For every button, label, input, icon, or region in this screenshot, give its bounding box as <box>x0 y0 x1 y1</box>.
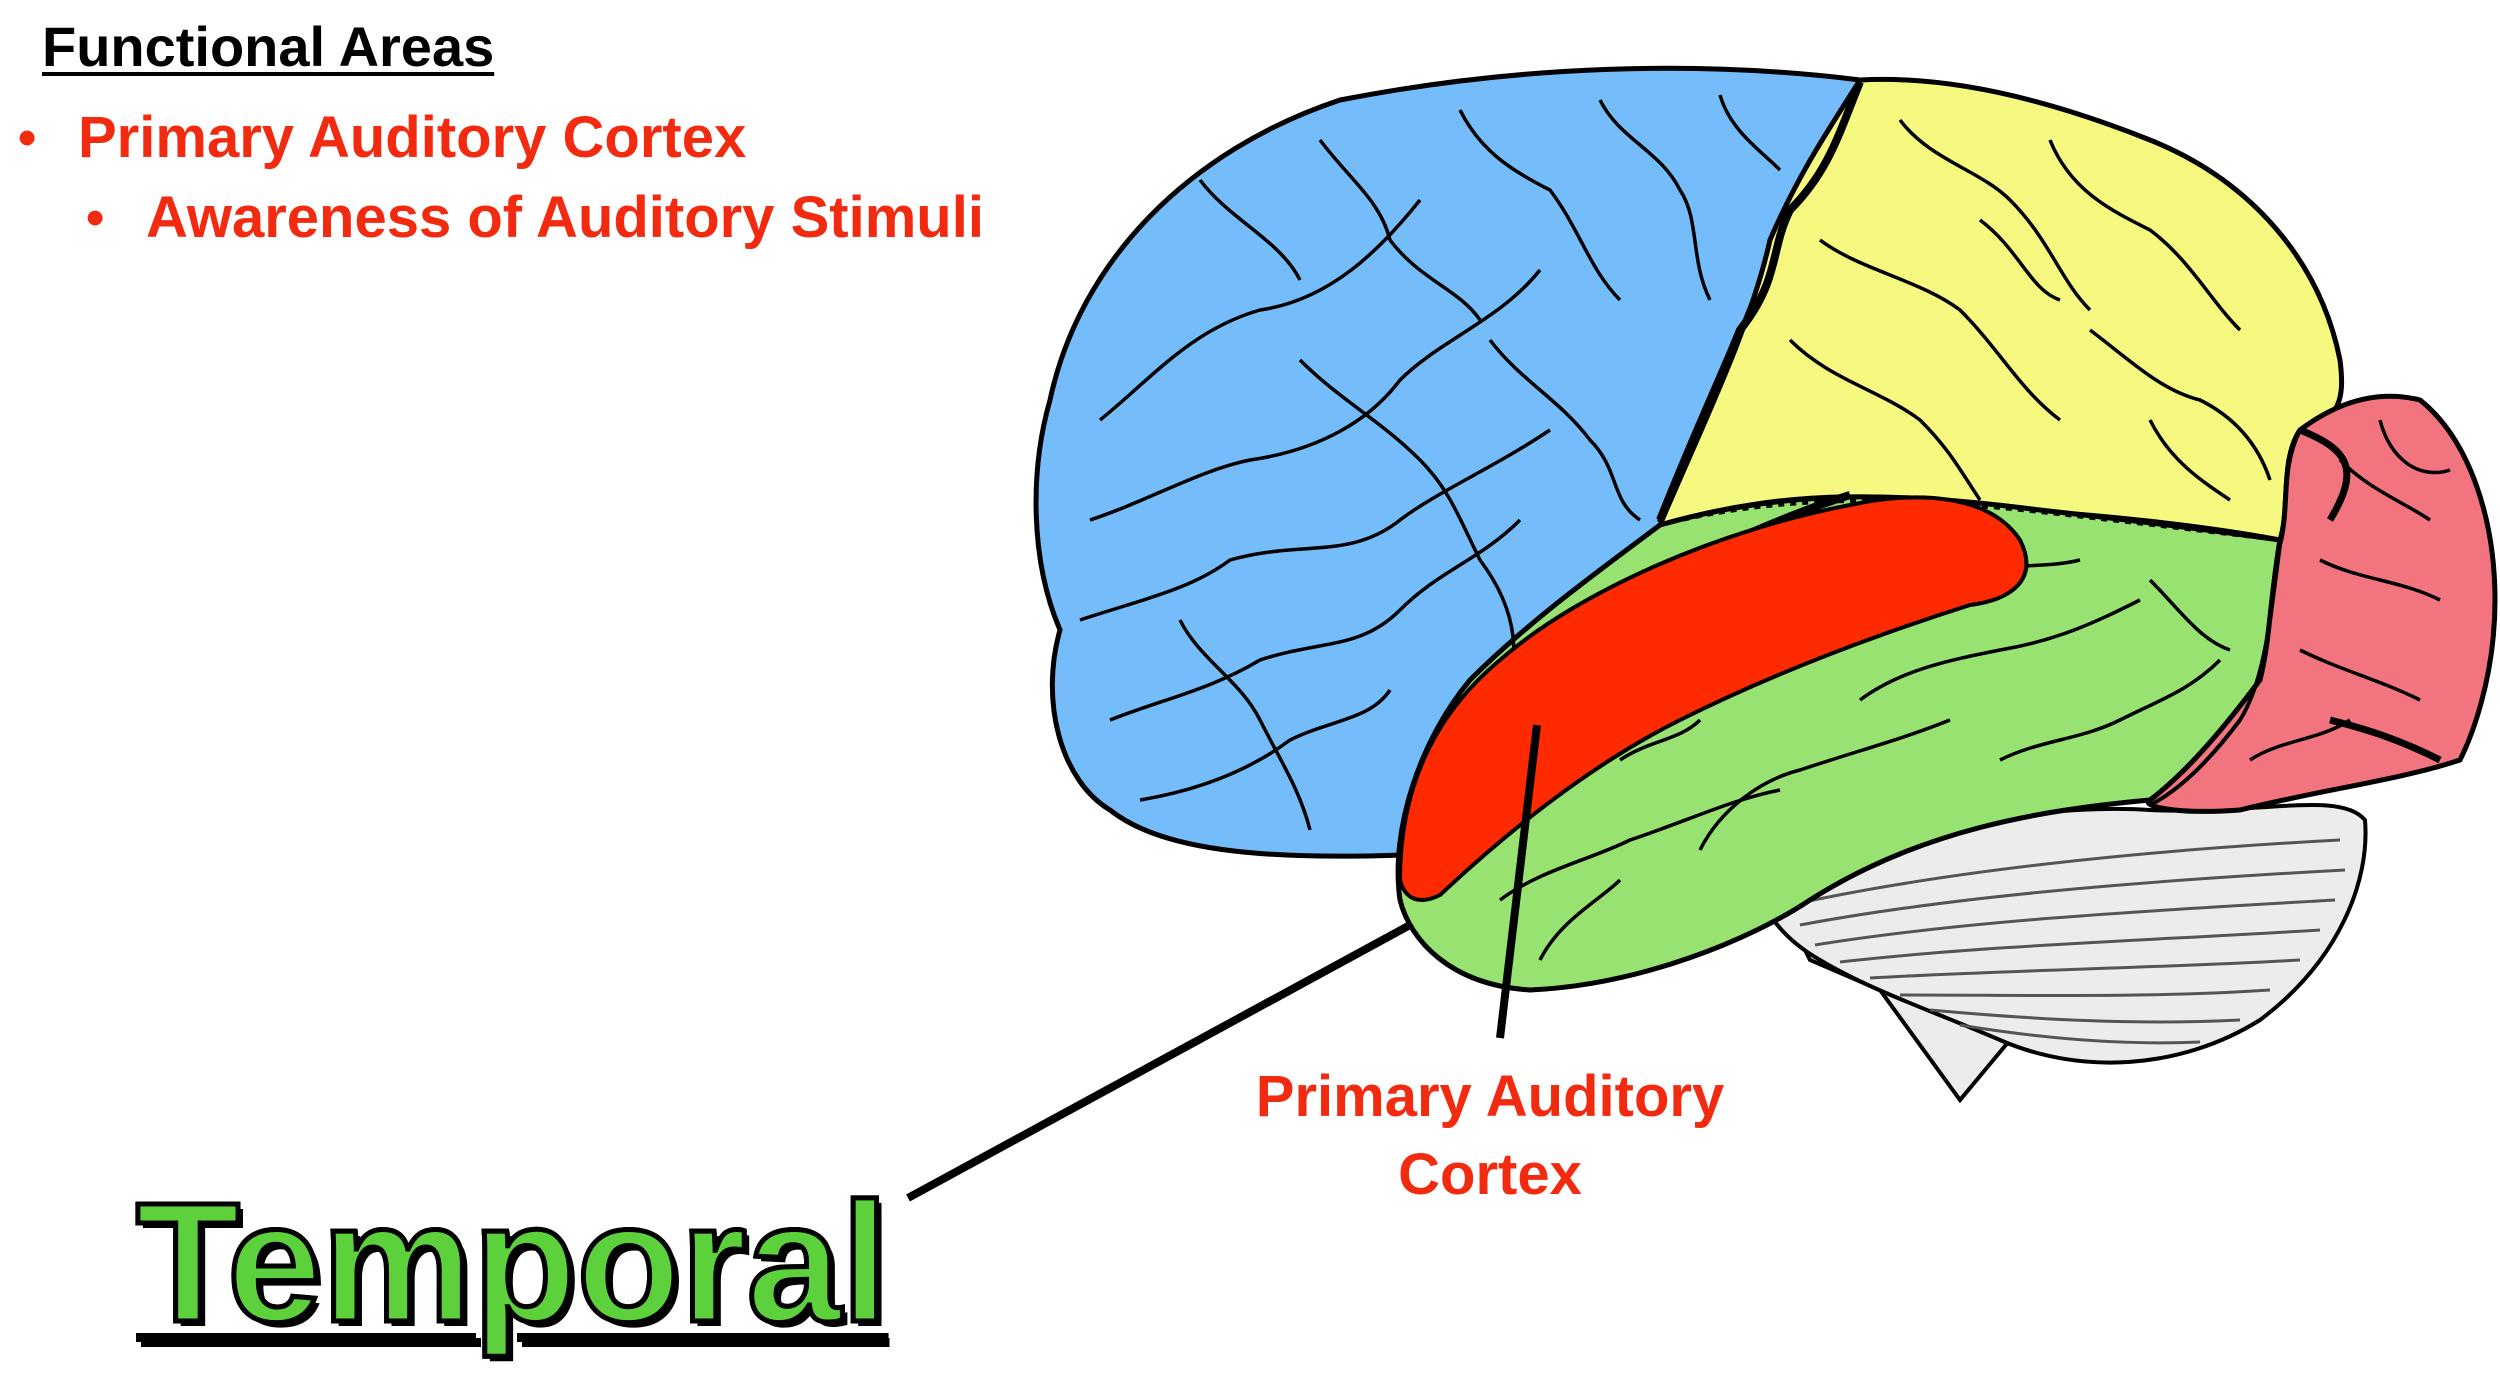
gyri-lines <box>1079 94 2451 961</box>
cerebellum-folia <box>1789 838 2346 1045</box>
primary-auditory-cortex-callout: Primary Auditory Cortex <box>1150 1058 1830 1214</box>
functional-areas-heading: Functional Areas <box>42 15 495 78</box>
bullet-item: • Primary Auditory Cortex <box>18 104 746 171</box>
primary-auditory-cortex-region <box>1397 495 2029 902</box>
bullet-text-awareness: Awareness of Auditory Stimuli <box>146 185 984 250</box>
occipital-notch <box>2329 716 2442 764</box>
central-sulcus <box>1656 80 1864 522</box>
temporal-lobe-title: Temporal <box>134 1168 892 1358</box>
callout-leader-line <box>1496 724 1541 1039</box>
bullet-dot: • <box>18 108 37 167</box>
title-leader-line <box>906 921 1412 1202</box>
callout-line-2: Cortex <box>1398 1142 1582 1207</box>
bullet-item: • Awareness of Auditory Stimuli <box>86 184 984 251</box>
bullet-text-primary-auditory-cortex: Primary Auditory Cortex <box>78 105 747 170</box>
bullet-dot: • <box>86 188 105 247</box>
parietal-temporal-border <box>1659 498 2281 542</box>
callout-line-1: Primary Auditory <box>1255 1064 1725 1129</box>
cerebellum <box>1757 802 2368 1104</box>
occipital-border <box>2149 429 2302 807</box>
